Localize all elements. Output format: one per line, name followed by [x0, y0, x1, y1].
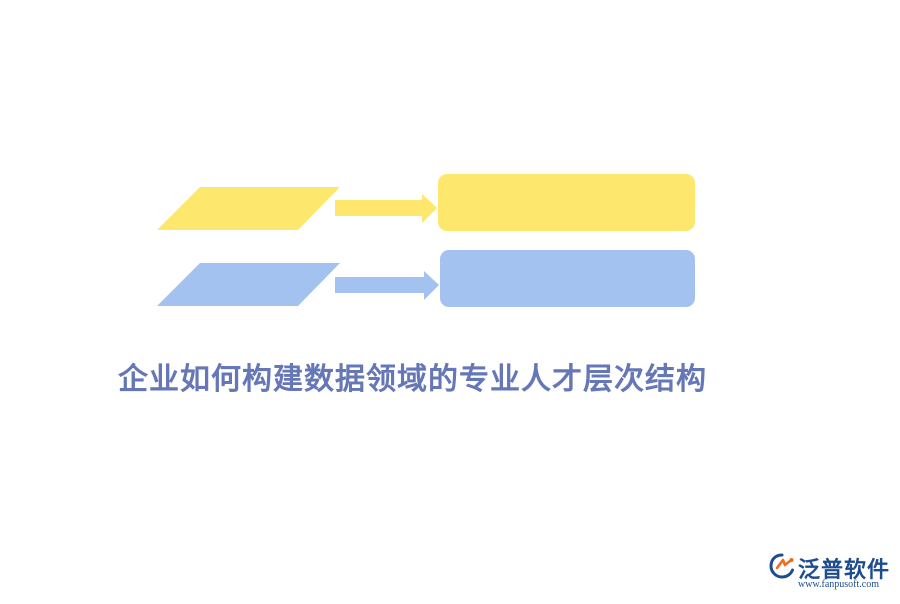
row-1-parallelogram [157, 187, 340, 230]
row-1-arrow-head [422, 194, 437, 223]
logo-name: 泛普软件 [798, 558, 891, 583]
brand-logo: 泛普软件 www.fanpusoft.com [768, 548, 893, 592]
logo-url: www.fanpusoft.com [798, 579, 880, 590]
row-2-arrow-shaft [335, 277, 425, 293]
row-1-box [438, 174, 695, 231]
diagram-row-2 [157, 250, 695, 307]
row-2-box [440, 250, 695, 307]
diagram-title: 企业如何构建数据领域的专业人才层次结构 [118, 362, 707, 397]
row-1-arrow-shaft [335, 200, 423, 216]
row-2-parallelogram [157, 263, 340, 306]
logo-mark-icon [769, 553, 794, 579]
diagram-row-1 [157, 174, 695, 231]
row-2-arrow-head [424, 271, 439, 300]
